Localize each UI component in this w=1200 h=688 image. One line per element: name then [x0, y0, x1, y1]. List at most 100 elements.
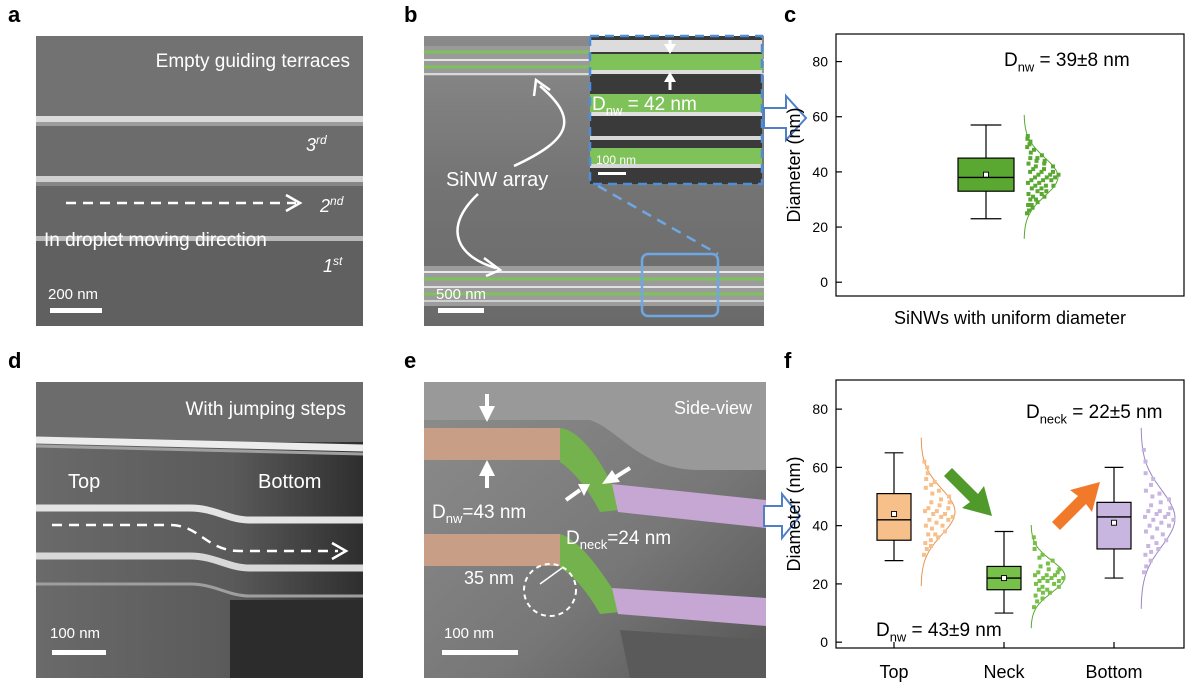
data-point: [1035, 156, 1040, 161]
data-point: [1061, 576, 1066, 581]
data-point: [1033, 164, 1038, 169]
data-point: [923, 485, 928, 490]
arrow-down-icon: [664, 44, 676, 54]
data-point: [1026, 161, 1031, 166]
data-point: [1036, 587, 1041, 592]
y-tick-label: 80: [812, 401, 828, 417]
data-point: [1039, 192, 1044, 196]
data-point: [924, 477, 929, 481]
data-point: [1048, 172, 1053, 177]
data-point: [1025, 145, 1030, 150]
panel-d-bottom-label: Bottom: [258, 471, 321, 493]
data-point: [1142, 570, 1146, 575]
y-tick-label: 0: [820, 274, 828, 290]
data-point: [1154, 541, 1159, 546]
step-edge: [36, 504, 363, 524]
data-point: [1031, 167, 1036, 172]
panel-e-sem-image: Side-view Dnw=43 nm Dneck=24 nm 35 nm 10…: [424, 382, 766, 678]
panel-e-scale-label: 100 nm: [444, 625, 494, 642]
data-point: [1031, 194, 1035, 199]
box-mean: [1001, 575, 1007, 582]
data-point: [1029, 203, 1034, 207]
panel-b-to-c-arrow: [763, 93, 808, 143]
data-point: [1034, 581, 1038, 586]
data-point: [1141, 447, 1146, 452]
wire-top-segment: [424, 428, 560, 460]
data-point: [1039, 153, 1044, 158]
wire-top-segment: [424, 534, 560, 566]
data-point: [1031, 535, 1036, 540]
sinw-array-label: SiNW array: [446, 169, 548, 191]
data-point: [930, 526, 934, 531]
data-point: [1150, 494, 1155, 499]
x-tick-label: Top: [879, 662, 908, 682]
data-point: [939, 514, 944, 519]
y-tick-label: 40: [812, 518, 828, 534]
terrace-edge: [36, 116, 363, 122]
data-point: [1042, 167, 1046, 172]
data-point: [1041, 178, 1046, 183]
x-tick-label: Neck: [983, 662, 1025, 682]
data-point: [1045, 579, 1050, 583]
panel-letter-d: d: [8, 348, 21, 373]
data-point: [1147, 523, 1152, 528]
data-point: [1037, 555, 1042, 560]
data-point: [1033, 183, 1038, 188]
data-point: [1155, 526, 1160, 531]
data-point: [1025, 136, 1030, 141]
data-point: [933, 532, 938, 537]
data-point: [1055, 570, 1060, 575]
data-point: [922, 459, 927, 464]
data-point: [1034, 158, 1039, 163]
data-point: [1146, 509, 1151, 514]
y-tick-label: 0: [820, 634, 828, 650]
panel-e-dneck-label: Dneck=24 nm: [566, 528, 671, 552]
data-point: [1143, 552, 1148, 557]
data-point: [939, 497, 943, 502]
terrace-edge: [36, 176, 363, 182]
data-point: [1036, 570, 1041, 575]
data-point: [923, 541, 928, 546]
data-point: [1027, 142, 1032, 147]
data-point: [1040, 596, 1045, 601]
y-tick-label: 80: [812, 54, 828, 70]
panel-b-scale-label: 500 nm: [436, 286, 486, 303]
data-point: [1056, 172, 1061, 177]
data-point: [934, 509, 939, 514]
arrow-up-icon: [479, 460, 495, 476]
data-point: [943, 512, 947, 516]
panel-a-scale-label: 200 nm: [48, 286, 98, 303]
zoom-region-box: [640, 252, 720, 318]
data-point: [1049, 576, 1054, 581]
data-point: [1045, 561, 1050, 566]
data-point: [925, 465, 930, 470]
data-point: [1167, 497, 1171, 502]
data-point: [940, 523, 945, 528]
data-point: [1041, 590, 1045, 595]
panel-letter-c: c: [784, 2, 796, 27]
arrow-neck-icon: [578, 484, 590, 496]
data-point: [932, 480, 937, 484]
panel-a-direction-label: In droplet moving direction: [44, 230, 267, 251]
distribution-curve: [1023, 114, 1059, 239]
data-point: [1051, 169, 1055, 174]
data-point: [923, 523, 928, 528]
data-point: [1038, 564, 1043, 569]
data-point: [1032, 541, 1037, 546]
data-point: [1148, 558, 1153, 563]
arrow-neck-icon: [602, 470, 620, 484]
panel-d-scale-label: 100 nm: [50, 625, 100, 642]
direction-dashed-arrow: [52, 523, 338, 553]
data-point: [1028, 139, 1033, 144]
curvature-circle: [523, 563, 577, 617]
curved-arrow-icon: [513, 85, 566, 168]
data-point: [930, 491, 935, 496]
wire-neck-segment: [560, 428, 620, 512]
panel-f-neck-annotation: Dneck = 22±5 nm: [1026, 402, 1162, 426]
trend-arrow-down-icon: [944, 468, 992, 516]
data-point: [936, 535, 941, 540]
terrace-label-1st: 1st: [323, 254, 343, 276]
data-point: [1029, 178, 1034, 183]
data-point: [1053, 573, 1057, 578]
curved-arrow-icon: [456, 193, 497, 270]
